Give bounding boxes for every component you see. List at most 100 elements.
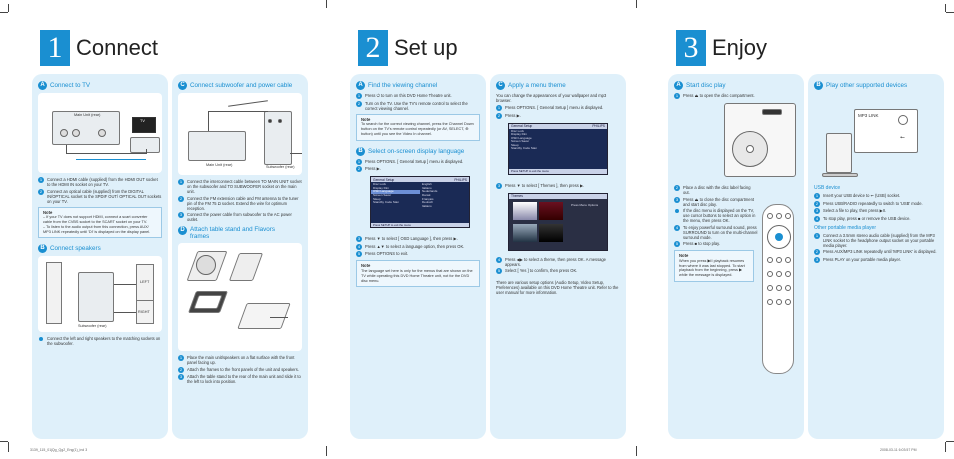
step-number: 3 (676, 30, 706, 66)
section-a-header: A Start disc play (674, 81, 798, 90)
panel-connect-right: C Connect subwoofer and power cable Main… (172, 74, 308, 439)
remote-button-icon (767, 299, 773, 305)
tv-icon (132, 117, 156, 133)
note-title: Note (43, 209, 53, 215)
menu-item: Display Dim (511, 132, 528, 137)
fold-mark (326, 446, 327, 456)
nav-pad-icon (767, 225, 791, 249)
fm-antenna-wire (228, 100, 268, 107)
crop-mark (0, 441, 8, 442)
menu-item: Display Dim (373, 185, 390, 190)
section-a-header: A Find the viewing channel (356, 81, 480, 90)
tv-connection-illustration: Main Unit (rear) TV (38, 93, 162, 173)
theme-thumb (513, 223, 537, 242)
speaker-wire (114, 284, 136, 286)
remote-control (762, 204, 794, 374)
note-box: Note – If your TV does not support HDMI,… (38, 206, 162, 239)
page-connect: 1 Connect A Connect to TV Main Unit (rea… (0, 0, 318, 459)
disc-hole (746, 145, 754, 153)
left-speaker-box (136, 264, 154, 305)
right-label: RIGHT (138, 310, 150, 315)
section-b-header: B Play other supported devices (814, 81, 938, 90)
subwoofer-connection-illustration: Main Unit (rear) Subwoofer (rear) (178, 93, 302, 175)
crop-mark (945, 4, 946, 12)
section-badge: B (814, 81, 823, 90)
tv-rear-panel (130, 137, 160, 153)
section-badge: B (38, 244, 47, 254)
section-title: Start disc play (686, 82, 726, 89)
note-text: To search for the correct viewing channe… (361, 122, 474, 136)
stand-base (822, 173, 858, 177)
subwoofer-label: Subwoofer (rear) (78, 324, 107, 329)
menu-item: OSD Language (511, 135, 532, 140)
main-unit-rear (52, 111, 120, 145)
fold-mark (636, 0, 637, 8)
crop-mark (8, 4, 9, 12)
unit-side-view (826, 133, 852, 173)
theme-thumb (539, 223, 563, 242)
menu-item: Screen Saver (511, 139, 530, 144)
panel-enjoy-right: B Play other supported devices MP3 LINK … (808, 74, 944, 439)
remote-button-icon (785, 213, 791, 219)
remote-button-icon (785, 271, 791, 277)
remote-button-icon (785, 285, 791, 291)
usb-device-title: USB device (814, 185, 841, 191)
note-text: The language set here is only for the me… (361, 268, 473, 283)
note-title: Note (679, 253, 689, 258)
note-box: Note The language set here is only for t… (356, 260, 480, 288)
slide-arrow (270, 317, 288, 318)
menu-footer: Press SETUP to exit the menu (371, 222, 469, 228)
crop-mark (946, 12, 954, 13)
section-c-header: C Apply a menu theme (496, 81, 620, 90)
socket-icon (60, 129, 68, 137)
step-item: Connect the left and right speakers to t… (38, 336, 162, 346)
section-c-header: C Connect subwoofer and power cable (178, 81, 302, 90)
right-speaker-box (136, 300, 154, 325)
page-header: 1 Connect (40, 30, 158, 66)
table-stand (237, 303, 291, 329)
intro-text: You can change the appearances of your w… (496, 93, 607, 103)
remote-button-icon (776, 299, 782, 305)
section-badge: A (38, 81, 47, 90)
note-title: Note (361, 116, 371, 122)
interconnect-cable (208, 111, 268, 112)
themes-menu-illustration: Themes Press Menu Options (496, 191, 620, 253)
main-unit-label: Main Unit (rear) (206, 163, 233, 167)
socket-icon (98, 129, 106, 137)
step-number: 2 (358, 30, 388, 66)
section-a-header: A Connect to TV (38, 81, 162, 90)
page-header: 3 Enjoy (676, 30, 767, 66)
disc-window-icon (196, 255, 216, 275)
remote-button-icon (767, 271, 773, 277)
subwoofer-rear (78, 272, 114, 323)
remote-button-icon (776, 285, 782, 291)
speaker-wire (114, 312, 136, 314)
note-line: – To listen to the audio output from thi… (43, 224, 151, 234)
section-title: Find the viewing channel (368, 82, 438, 89)
